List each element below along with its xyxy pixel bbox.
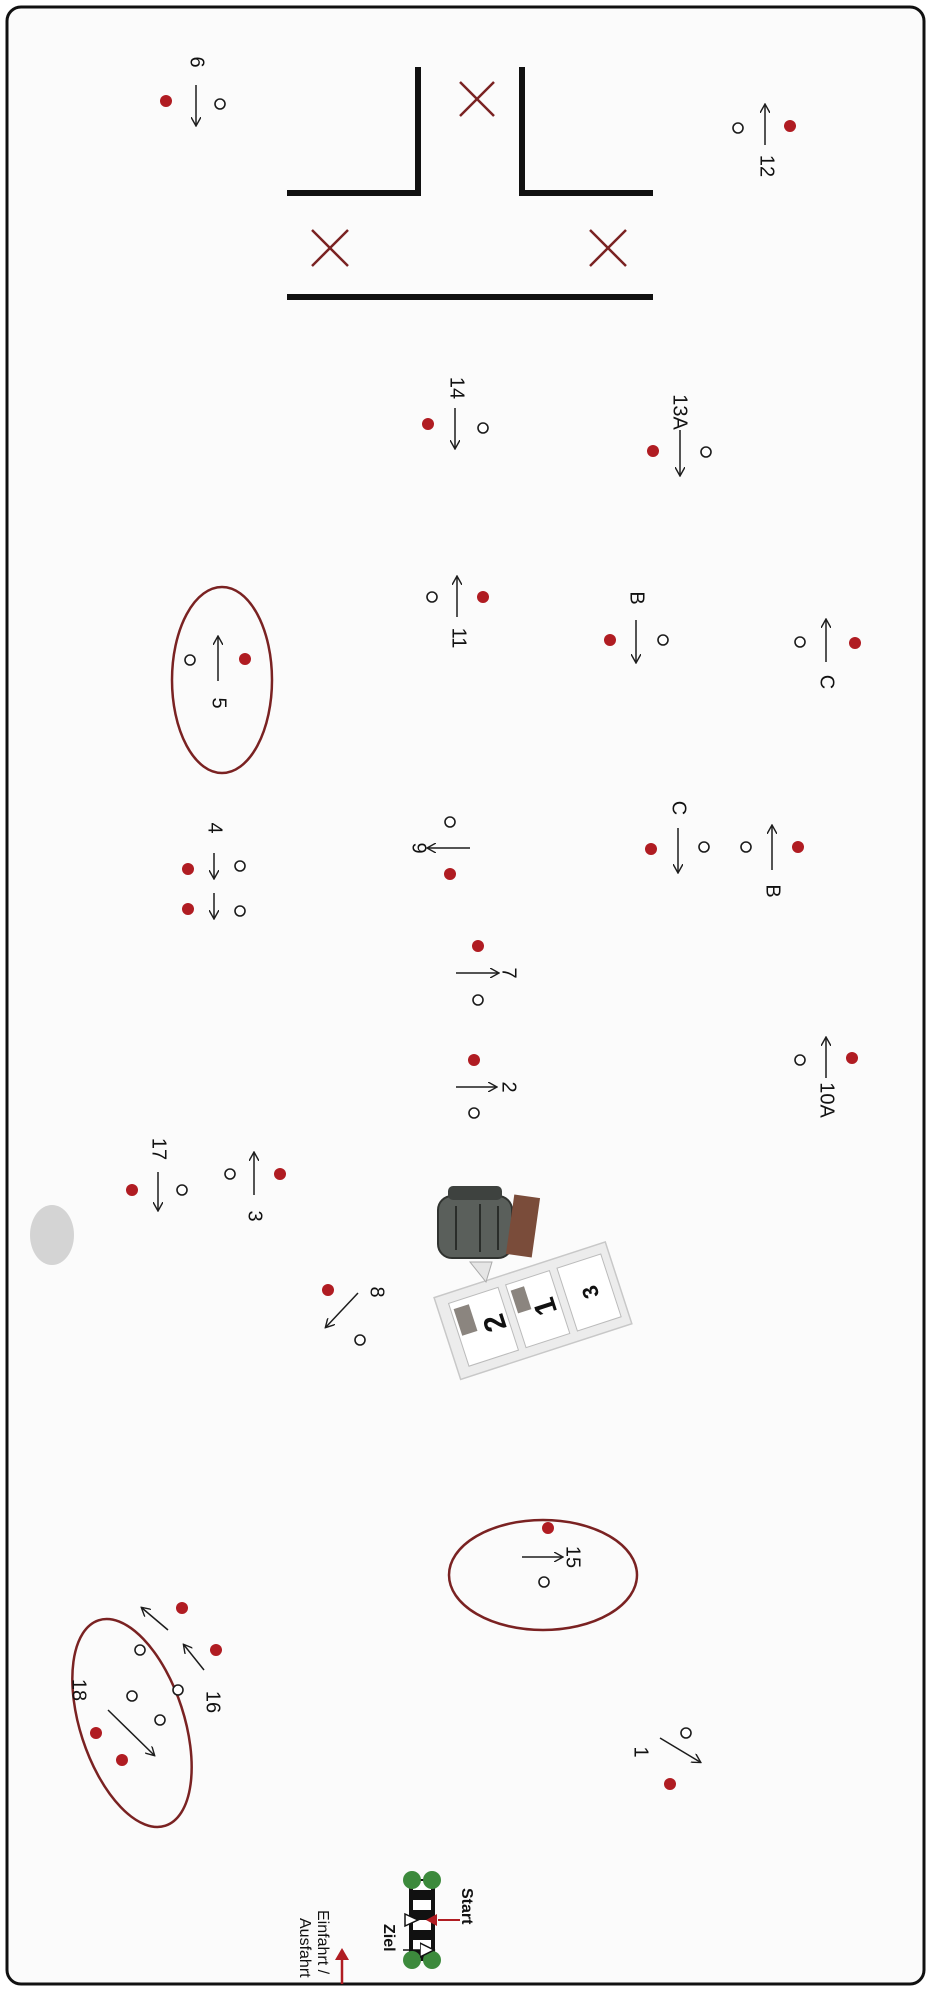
exit-label: Ausfahrt — [296, 1918, 313, 1978]
obstacle-label: 14 — [446, 377, 468, 399]
red-marker — [645, 843, 657, 855]
gate-post — [795, 1055, 805, 1065]
gate-post — [469, 1108, 479, 1118]
red-marker — [116, 1754, 128, 1766]
gate-post — [445, 817, 455, 827]
red-marker — [182, 903, 194, 915]
red-marker — [210, 1644, 222, 1656]
arena-frame — [7, 7, 924, 1984]
obstacle-label: 6 — [186, 56, 208, 67]
red-marker — [274, 1168, 286, 1180]
red-marker — [239, 653, 251, 665]
gate-post — [127, 1691, 137, 1701]
smudge — [30, 1205, 74, 1265]
gate-post — [473, 995, 483, 1005]
gate-post — [699, 842, 709, 852]
red-marker — [160, 95, 172, 107]
start-label: Start — [458, 1888, 475, 1925]
obstacle-label: 7 — [498, 967, 520, 978]
gate-post — [701, 447, 711, 457]
gate-post — [658, 635, 668, 645]
red-marker — [784, 120, 796, 132]
red-marker — [176, 1602, 188, 1614]
gate-post — [235, 861, 245, 871]
red-marker — [444, 868, 456, 880]
obstacle-label: 5 — [208, 697, 230, 708]
gate-post — [135, 1645, 145, 1655]
obstacle-label: 8 — [366, 1286, 388, 1297]
obstacle-label: 12 — [756, 155, 778, 177]
gate-post — [215, 99, 225, 109]
obstacle-label: 2 — [498, 1081, 520, 1092]
red-marker — [792, 841, 804, 853]
obstacle-label: 15 — [562, 1546, 584, 1568]
gate-post — [478, 423, 488, 433]
gate-post — [681, 1728, 691, 1738]
red-marker — [322, 1284, 334, 1296]
red-marker — [846, 1052, 858, 1064]
red-marker — [849, 637, 861, 649]
gate-post — [173, 1685, 183, 1695]
gate-post — [155, 1715, 165, 1725]
gate-post — [539, 1577, 549, 1587]
gate-post — [427, 592, 437, 602]
obstacle-label: B — [626, 591, 648, 604]
obstacle-label: 13A — [669, 394, 691, 430]
obstacle-label: 18 — [68, 1679, 90, 1701]
red-marker — [126, 1184, 138, 1196]
obstacle-label: 16 — [202, 1691, 224, 1713]
gate-post — [235, 906, 245, 916]
red-marker — [604, 634, 616, 646]
obstacle-label: C — [816, 675, 838, 689]
obstacle-label: C — [668, 801, 690, 815]
gate-post — [795, 637, 805, 647]
obstacle-label: 10A — [816, 1082, 838, 1118]
obstacle-label: 17 — [148, 1138, 170, 1160]
obstacle-label: 11 — [448, 628, 470, 649]
gate-post — [355, 1335, 365, 1345]
red-marker — [664, 1778, 676, 1790]
gate-post — [225, 1169, 235, 1179]
gate-post — [741, 842, 751, 852]
finish-label: Ziel — [380, 1924, 397, 1952]
entry-label: Einfahrt / — [314, 1910, 331, 1975]
red-marker — [182, 863, 194, 875]
obstacle-label: 1 — [630, 1746, 652, 1757]
obstacle-label: 4 — [204, 822, 226, 833]
gate-post — [733, 123, 743, 133]
red-marker — [422, 418, 434, 430]
gate-post — [177, 1185, 187, 1195]
gate-post — [185, 655, 195, 665]
red-marker — [472, 940, 484, 952]
obstacle-label: 9 — [408, 842, 430, 853]
red-marker — [468, 1054, 480, 1066]
red-marker — [90, 1727, 102, 1739]
red-marker — [647, 445, 659, 457]
obstacle-label: B — [762, 884, 784, 897]
red-marker — [477, 591, 489, 603]
red-marker — [542, 1522, 554, 1534]
obstacle-label: 3 — [244, 1210, 266, 1221]
